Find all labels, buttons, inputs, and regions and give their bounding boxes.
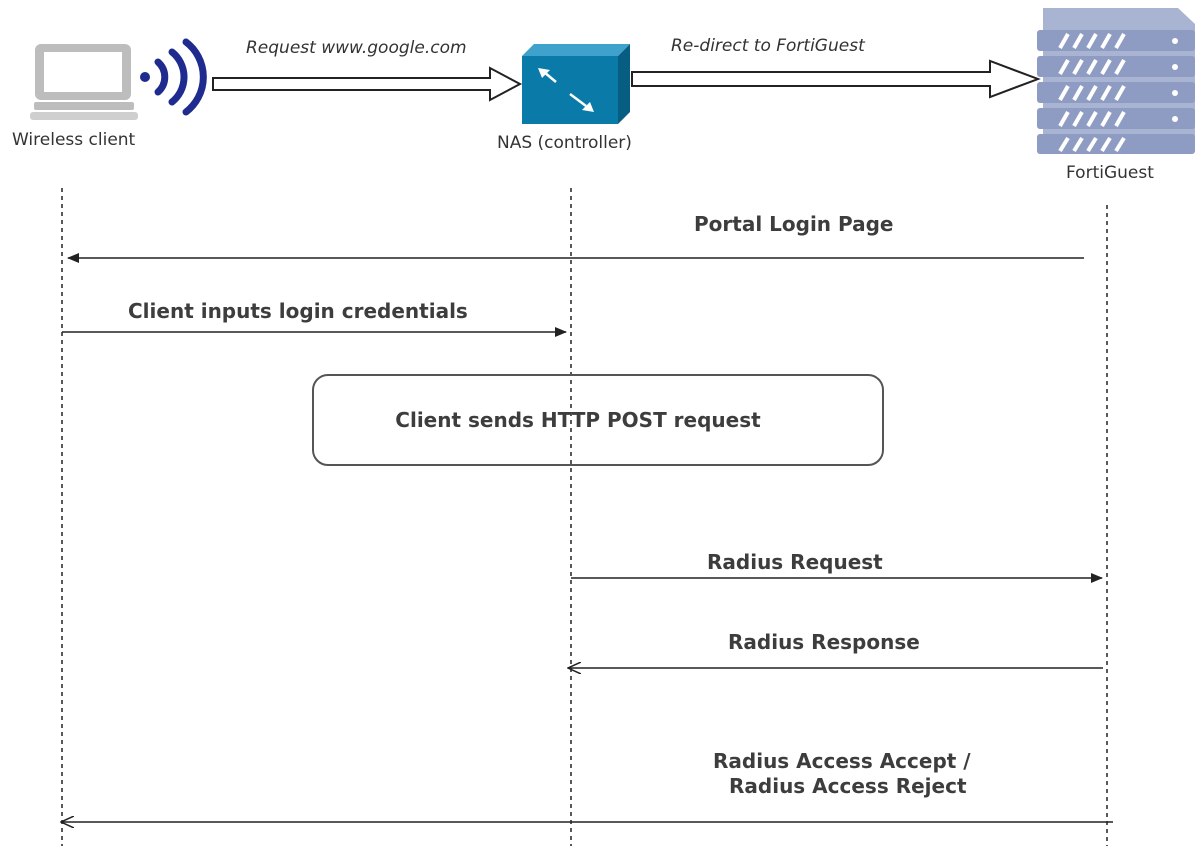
http-post-note: Client sends HTTP POST request [312,374,884,466]
request-label: Request www.google.com [246,38,467,58]
laptop-icon [30,44,138,120]
client-label: Wireless client [12,130,136,150]
client-inputs-label: Client inputs login credentials [128,299,468,323]
redirect-arrow [631,59,1041,99]
server-label: FortiGuest [1066,163,1154,183]
redirect-label: Re-direct to FortiGuest [671,36,865,56]
radius-access-reject-label: Radius Access Reject [729,774,967,798]
router-switch-icon [522,44,630,124]
wifi-signal-icon [140,38,207,116]
controller-label: NAS (controller) [497,133,632,153]
server-rack-icon [1037,8,1195,154]
http-post-label: Client sends HTTP POST request [395,408,761,432]
request-arrow [212,66,523,102]
radius-request-label: Radius Request [707,550,883,574]
radius-access-accept-label: Radius Access Accept / [713,749,971,773]
radius-response-label: Radius Response [728,630,920,654]
portal-login-label: Portal Login Page [694,212,894,236]
